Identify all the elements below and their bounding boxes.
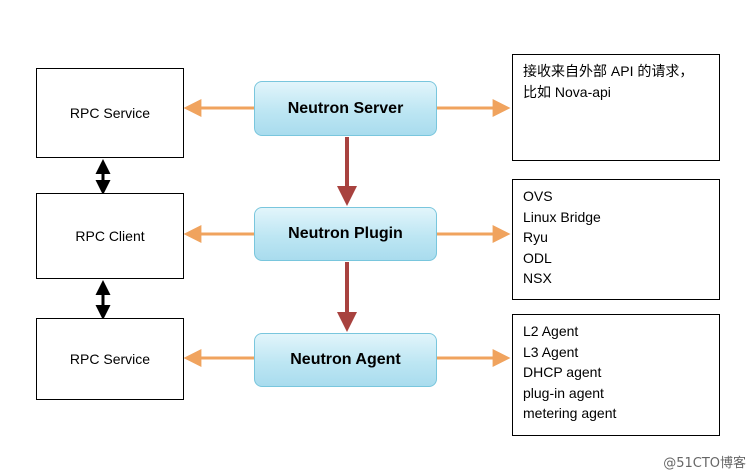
plugin-list-item: Ryu xyxy=(523,229,548,245)
api-request-line: 接收来自外部 API 的请求， xyxy=(523,63,694,79)
rpc-service-bottom-label: RPC Service xyxy=(69,351,151,367)
rpc-service-top-label: RPC Service xyxy=(69,105,151,121)
rpc-client-box: RPC Client xyxy=(36,193,184,279)
neutron-plugin-box: Neutron Plugin xyxy=(254,207,437,261)
api-request-box: 接收来自外部 API 的请求， 比如 Nova-api xyxy=(512,54,720,161)
plugin-list-item: ODL xyxy=(523,249,552,266)
agent-list-item: L3 Agent xyxy=(523,343,579,360)
watermark: @51CTO博客 xyxy=(663,456,746,471)
rpc-service-bottom-box: RPC Service xyxy=(36,318,184,400)
api-request-line: 比如 Nova-api xyxy=(523,83,611,100)
neutron-plugin-label: Neutron Plugin xyxy=(288,225,403,242)
agent-list-box: L2 Agent L3 Agent DHCP agent plug-in age… xyxy=(512,314,720,436)
agent-list-item: plug-in agent xyxy=(523,384,604,401)
plugin-list-box: OVS Linux Bridge Ryu ODL NSX xyxy=(512,179,720,300)
plugin-list-item: OVS xyxy=(523,188,553,204)
plugin-list-item: Linux Bridge xyxy=(523,208,601,225)
neutron-agent-box: Neutron Agent xyxy=(254,333,437,387)
rpc-client-label: RPC Client xyxy=(75,228,145,244)
neutron-server-label: Neutron Server xyxy=(287,99,404,117)
neutron-server-box: Neutron Server xyxy=(254,81,437,136)
rpc-service-top-box: RPC Service xyxy=(36,68,184,158)
agent-list-item: DHCP agent xyxy=(523,364,602,380)
plugin-list-item: NSX xyxy=(523,270,552,286)
neutron-agent-label: Neutron Agent xyxy=(290,351,401,368)
agent-list-item: L2 Agent xyxy=(523,323,579,339)
agent-list-item: metering agent xyxy=(523,405,617,421)
